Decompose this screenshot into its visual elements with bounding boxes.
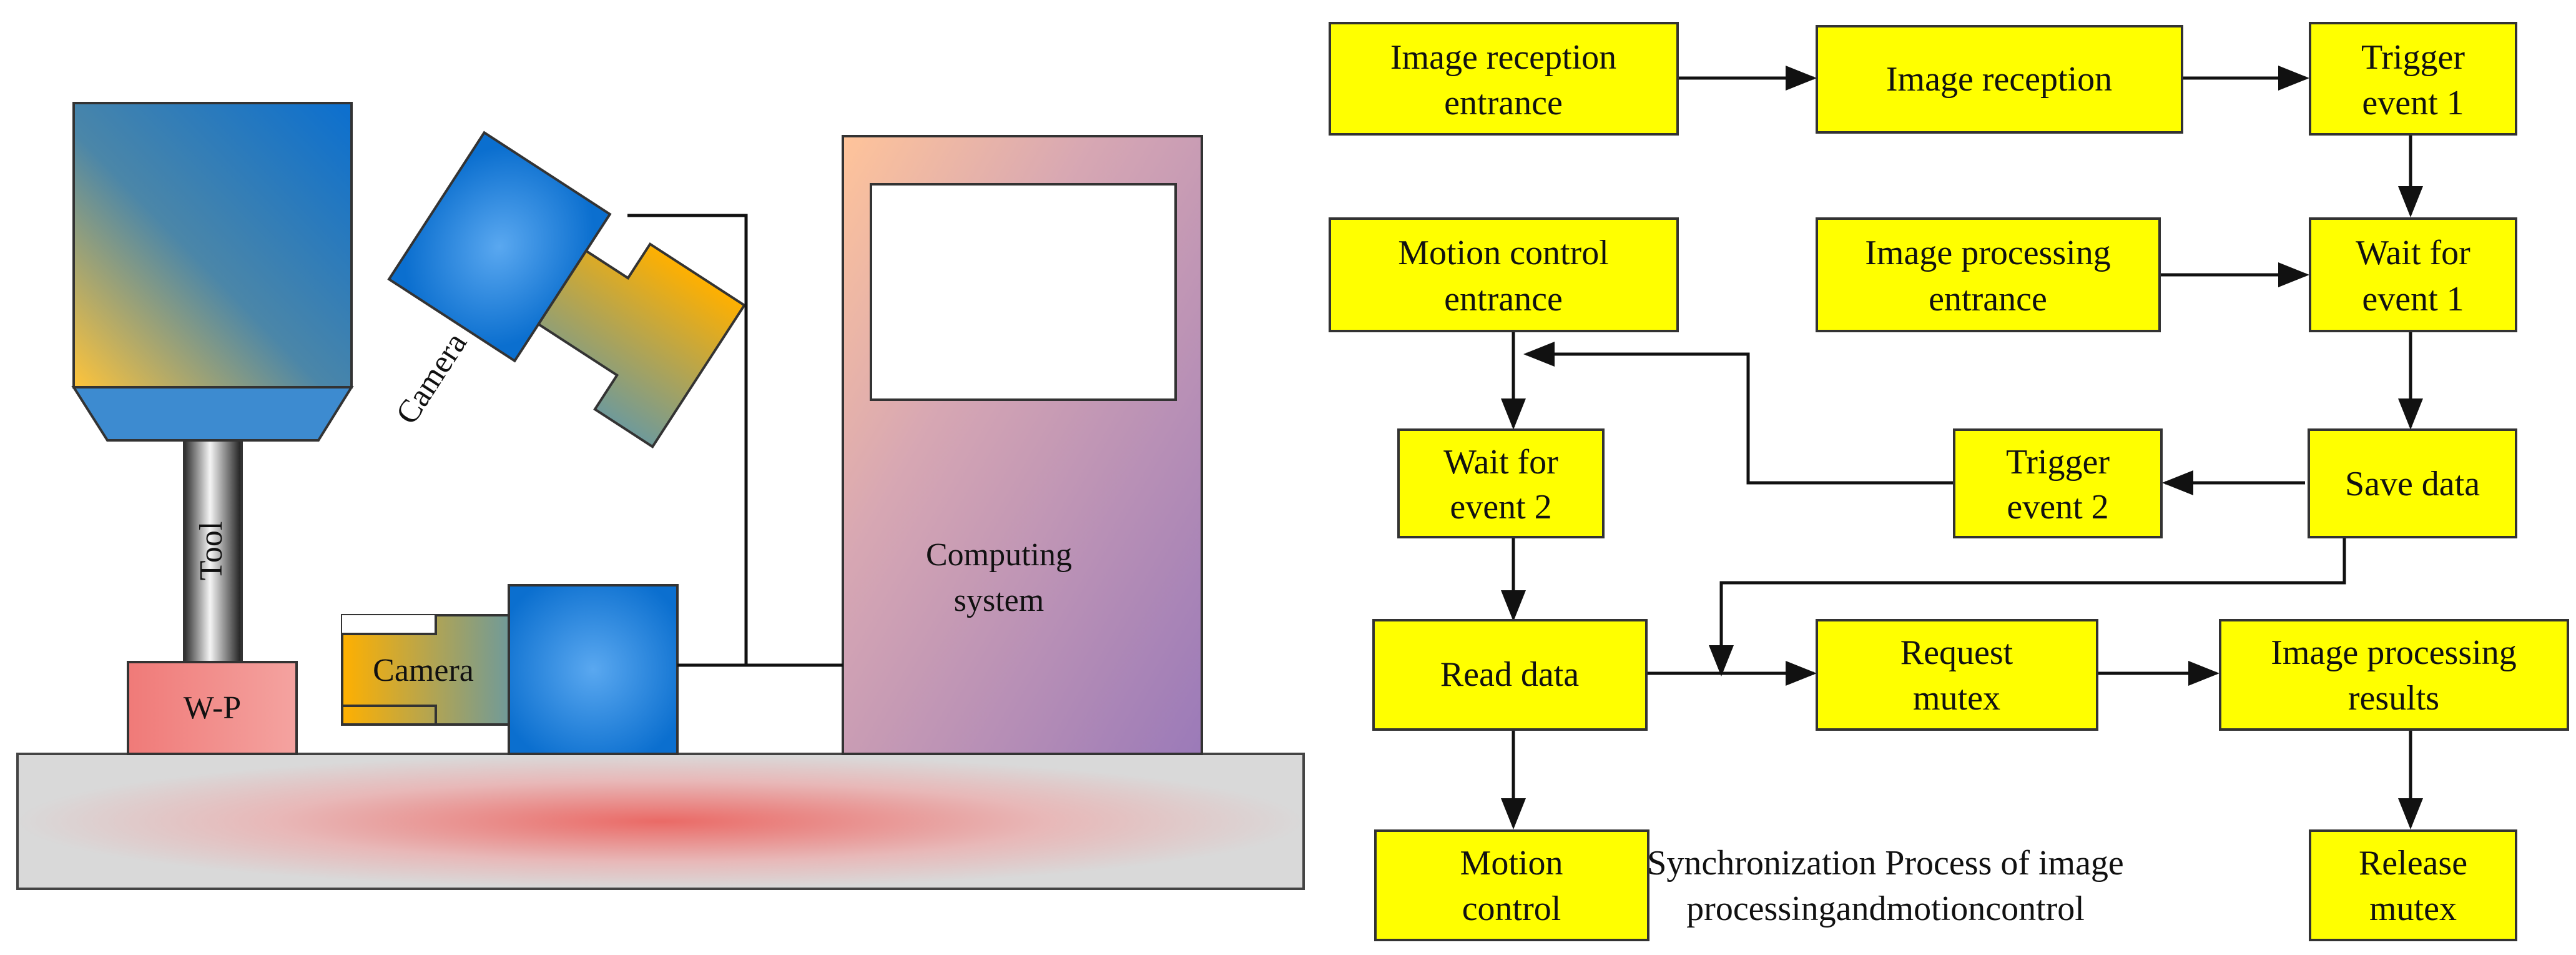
flow-box-image-reception: Image reception bbox=[1816, 25, 2183, 134]
release-mutex-line-2: mutex bbox=[2369, 889, 2457, 928]
motion-control-entrance-line-1: Motion control bbox=[1398, 234, 1609, 272]
request-mutex-line-1: Request bbox=[1900, 633, 2013, 672]
motion-control-line-2: control bbox=[1462, 889, 1561, 928]
machine-head bbox=[72, 102, 353, 388]
flow-box-trigger-event-1: Trigger event 1 bbox=[2309, 22, 2517, 136]
flow-box-image-reception-entrance: Image reception entrance bbox=[1329, 22, 1679, 136]
workpiece bbox=[127, 661, 298, 755]
wait-for-event-1-line-1: Wait for bbox=[2356, 234, 2470, 272]
release-mutex-line-1: Release bbox=[2359, 844, 2467, 883]
trigger-event-1-line-2: event 1 bbox=[2362, 84, 2464, 122]
flow-box-save-data: Save data bbox=[2308, 428, 2517, 538]
machine-base bbox=[16, 753, 1305, 890]
request-mutex-line-2: mutex bbox=[1913, 679, 2000, 718]
flow-box-trigger-event-2: Trigger event 2 bbox=[1953, 428, 2163, 538]
flow-box-read-data: Read data bbox=[1372, 619, 1648, 731]
wait-for-event-2-line-2: event 2 bbox=[1450, 488, 1551, 527]
flow-connectors bbox=[1501, 66, 2423, 829]
trigger-event-2-line-1: Trigger bbox=[2006, 443, 2110, 482]
trigger-event-1-line-1: Trigger bbox=[2361, 38, 2465, 77]
camera-side-body bbox=[508, 584, 679, 755]
cable-top-camera bbox=[627, 214, 748, 665]
motion-control-entrance-line-2: entrance bbox=[1444, 280, 1563, 319]
flow-box-image-processing-entrance: Image processing entrance bbox=[1816, 217, 2161, 332]
flow-box-motion-control: Motion control bbox=[1374, 829, 1649, 941]
tool-spindle bbox=[183, 439, 243, 663]
computer-screen bbox=[870, 183, 1177, 401]
camera-top-label: Camera bbox=[389, 327, 474, 431]
tool-label: Tool bbox=[194, 522, 229, 581]
image-processing-entrance-line-2: entrance bbox=[1929, 280, 2047, 319]
arrow-save-to-readpath bbox=[1709, 537, 2346, 676]
motion-control-line-1: Motion bbox=[1460, 844, 1563, 883]
flow-box-image-processing-results: Image processing results bbox=[2219, 619, 2569, 731]
flow-box-request-mutex: Request mutex bbox=[1816, 619, 2098, 731]
image-processing-results-line-2: results bbox=[2348, 679, 2439, 718]
image-processing-results-line-1: Image processing bbox=[2271, 633, 2516, 672]
computer-label-line-2: system bbox=[954, 583, 1044, 618]
workpiece-label: W-P bbox=[184, 690, 241, 726]
machine-nozzle bbox=[71, 386, 354, 442]
flow-box-wait-for-event-1: Wait for event 1 bbox=[2309, 217, 2517, 332]
image-reception-entrance-line-1: Image reception bbox=[1390, 38, 1616, 77]
camera-top bbox=[387, 131, 746, 448]
image-reception-line-1: Image reception bbox=[1886, 60, 2112, 99]
camera-top-lens bbox=[536, 242, 746, 448]
wait-for-event-1-line-2: event 1 bbox=[2362, 280, 2464, 319]
caption-line-2: processingandmotioncontrol bbox=[1686, 889, 2085, 928]
flow-box-release-mutex: Release mutex bbox=[2309, 829, 2517, 941]
flow-box-motion-control-entrance: Motion control entrance bbox=[1329, 217, 1679, 332]
read-data-line-1: Read data bbox=[1440, 655, 1579, 694]
arrow-trigger2-to-mcpath bbox=[1523, 342, 1954, 485]
camera-side-label: Camera bbox=[373, 653, 474, 688]
image-reception-entrance-line-2: entrance bbox=[1444, 84, 1563, 122]
save-data-line-1: Save data bbox=[2345, 465, 2480, 503]
computer-label-line-1: Computing bbox=[926, 537, 1072, 573]
caption-line-1: Synchronization Process of image bbox=[1647, 844, 2124, 883]
hardware-schematic: Tool W-P Camera Camera Computing system bbox=[16, 102, 1305, 890]
wait-for-event-2-line-1: Wait for bbox=[1443, 443, 1558, 482]
flow-box-wait-for-event-2: Wait for event 2 bbox=[1397, 428, 1605, 538]
flowchart: Image reception entrance Image reception… bbox=[1329, 22, 2569, 941]
image-processing-entrance-line-1: Image processing bbox=[1865, 234, 2110, 272]
camera-side-lens-notch bbox=[342, 615, 436, 634]
trigger-event-2-line-2: event 2 bbox=[2007, 488, 2108, 527]
